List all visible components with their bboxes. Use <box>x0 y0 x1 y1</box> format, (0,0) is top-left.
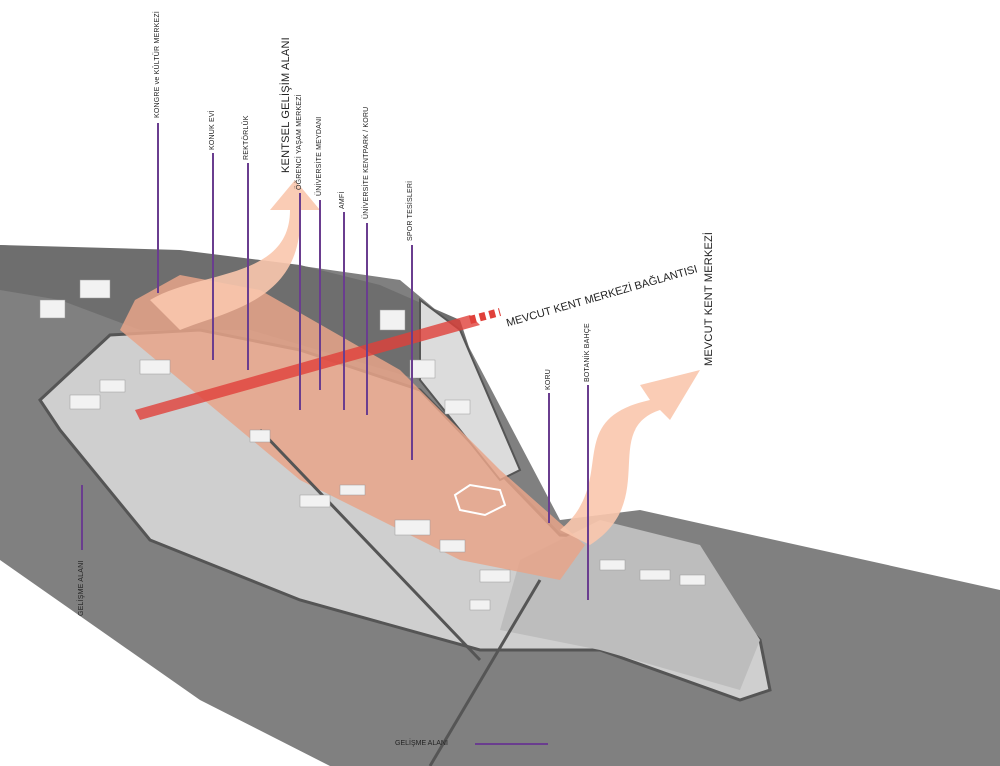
buildings <box>39 279 706 611</box>
label-botanik: BOTANİK BAHÇE <box>584 323 591 382</box>
label-konuk-evi: KONUK EVİ <box>209 110 216 150</box>
leader-line <box>247 163 249 370</box>
arrow-kent-merkezi <box>560 370 700 545</box>
leader-line <box>157 123 159 293</box>
road <box>428 579 542 766</box>
label-amfi: AMFİ <box>339 191 346 209</box>
leader-line <box>319 200 321 390</box>
leader-line <box>548 393 550 523</box>
label-meydan: ÜNİVERSİTE MEYDANI <box>316 116 323 196</box>
oval-track <box>453 483 507 517</box>
leader-line <box>299 193 301 410</box>
label-spor: SPOR TESİSLERİ <box>407 180 414 241</box>
leader-line <box>411 245 413 460</box>
leader-line <box>366 223 368 415</box>
leader-line <box>475 743 548 745</box>
label-gelisme-bottom: GELİŞME ALANI <box>395 740 448 747</box>
connection-link <box>135 315 480 420</box>
leader-line <box>81 485 83 550</box>
arrow-kentsel <box>150 180 320 330</box>
label-kentpark: ÜNİVERSİTE KENTPARK / KORU <box>363 106 370 219</box>
label-ogrenci: ÖĞRENCİ YAŞAM MERKEZİ <box>296 94 303 190</box>
leader-line <box>587 385 589 600</box>
label-kent-merkezi: MEVCUT KENT MERKEZİ <box>703 231 715 366</box>
label-rektorluk: REKTÖRLÜK <box>243 115 250 160</box>
development-band <box>120 275 585 580</box>
label-kongre: KONGRE ve KÜLTÜR MERKEZİ <box>154 11 161 118</box>
label-koru: KORU <box>545 368 552 390</box>
connection-link-dashed <box>468 308 502 324</box>
leader-line <box>343 212 345 410</box>
label-gelisme-left: GELİŞME ALANI <box>78 560 85 616</box>
leader-line <box>212 153 214 360</box>
label-kentsel-gelisim: KENTSEL GELİŞİM ALANI <box>280 37 292 173</box>
road <box>258 428 482 662</box>
